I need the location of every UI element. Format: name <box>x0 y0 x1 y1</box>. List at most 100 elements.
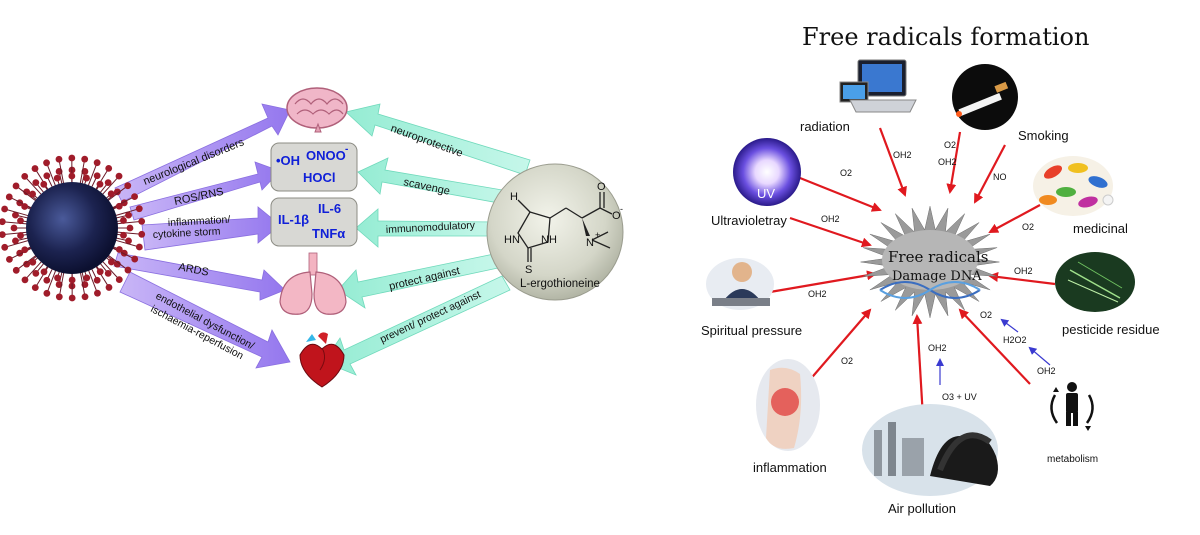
virus-spike-stem <box>79 271 86 297</box>
virus-spike <box>21 172 29 180</box>
virus-spike-stem <box>87 162 98 188</box>
source-medicinal: medicinal <box>1073 221 1128 236</box>
cytokine-tnf: TNFα <box>312 226 345 241</box>
virus-spike <box>115 202 123 210</box>
virus-spike <box>21 203 29 210</box>
left-panel: neurological disorders ROS/RNS inflammat… <box>0 87 624 388</box>
virus-spike <box>31 165 39 172</box>
arrow-blue-metab-2 <box>1000 318 1019 333</box>
virus-spike <box>81 155 89 163</box>
virus-spike <box>17 232 24 239</box>
virus-spike <box>124 266 132 274</box>
chem-oh2-radiation: OH2 <box>893 150 912 160</box>
virus-spike-stem <box>2 221 29 225</box>
virus-spike <box>135 243 143 251</box>
atom-plus: + <box>595 230 600 240</box>
virus-spikes <box>0 154 146 302</box>
ros-hocl: HOCl <box>303 170 336 185</box>
virus-spike <box>115 246 123 253</box>
virus-spike <box>53 174 61 182</box>
virus-spike-stem <box>15 185 38 202</box>
arrow-scavenge <box>357 157 515 206</box>
arrow-neuroprotective <box>345 103 531 176</box>
cytokine-il6: IL-6 <box>318 201 341 216</box>
chem-o2-metab: O2 <box>980 310 992 320</box>
source-inflammation: inflammation <box>753 460 827 475</box>
cytokine-il1: IL-1β <box>278 212 309 227</box>
arrow-air <box>912 314 925 419</box>
ergo-arrows <box>323 103 531 376</box>
chem-o3-uv: O3 + UV <box>942 392 977 402</box>
source-smoking: Smoking <box>1018 128 1069 143</box>
virus-spike <box>32 269 40 277</box>
right-panel: Free radicals formation F <box>701 23 1160 516</box>
virus-spike <box>21 276 29 284</box>
virus-body <box>26 182 118 274</box>
arrow-blue-metab-1 <box>1028 346 1051 366</box>
virus-spike-stem <box>94 265 110 288</box>
virus-spike <box>126 224 134 232</box>
arrow-neuro <box>114 103 291 203</box>
arrow-spiritual <box>769 270 877 294</box>
chem-oh2-spiritual: OH2 <box>808 289 827 299</box>
virus-spike <box>0 231 6 239</box>
virus-spike <box>31 284 39 292</box>
virus-spike-stem <box>4 239 30 248</box>
pesticide-icon <box>1055 252 1135 312</box>
virus-spike <box>43 172 51 180</box>
virus-spike <box>12 211 19 219</box>
chem-oh2-ultra: OH2 <box>821 214 840 224</box>
arrow-inflam <box>807 308 872 383</box>
ros-onoo-sup: - <box>345 144 348 155</box>
virus-spike <box>94 289 101 297</box>
chem-oh2-metab: OH2 <box>1037 366 1056 376</box>
virus-spike <box>55 155 63 163</box>
virus-spike <box>96 180 104 188</box>
virus-spike <box>68 172 76 180</box>
arrow-medicinal <box>988 204 1041 233</box>
virus-arrows <box>113 103 291 369</box>
virus-spike <box>55 293 63 301</box>
chem-oh2-smoking: OH2 <box>938 157 957 167</box>
virus-spike <box>113 188 121 196</box>
chemical-labels: OH2 O2 OH2 NO O2 OH2 O2 OH2 OH2 O2 OH2 O… <box>808 140 1056 402</box>
virus-spike-stem <box>58 271 65 297</box>
virus-spike <box>1 205 9 213</box>
virus-spike <box>105 164 113 172</box>
virus-spike <box>21 246 29 254</box>
virus-spike-stem <box>2 231 29 236</box>
pills-icon <box>1033 156 1114 216</box>
virus-spike-stem <box>46 268 57 294</box>
virus-spike-stem <box>87 268 98 294</box>
virus-spike <box>93 159 101 167</box>
virus-spike <box>29 258 37 266</box>
atom-hn: HN <box>504 234 520 246</box>
source-radiation: radiation <box>800 119 850 134</box>
chem-oh2-pesticide: OH2 <box>1014 266 1033 276</box>
virus-spike <box>124 182 132 190</box>
virus-spike <box>93 276 101 284</box>
arrow-pesticide <box>988 272 1056 286</box>
virus-spike-stem <box>106 254 129 271</box>
arrow-uv <box>799 176 882 212</box>
ros-box: •OH ONOO - HOCl <box>270 142 358 192</box>
virus-spike <box>115 172 123 180</box>
virus-spike <box>17 217 24 225</box>
virus-spike-stem <box>34 168 50 191</box>
virus-spike-stem <box>111 196 135 209</box>
virus-spike <box>96 268 104 276</box>
virus-spike <box>120 231 127 239</box>
virus-spike <box>125 237 132 245</box>
virus-spike <box>83 274 91 282</box>
right-title: Free radicals formation <box>802 23 1089 51</box>
virus-spike-stem <box>46 162 57 188</box>
virus-spike <box>68 276 76 284</box>
virus-spike <box>10 224 18 232</box>
virus-spike <box>1 243 9 251</box>
virus-spike <box>32 179 40 187</box>
virus-spike <box>43 289 51 297</box>
virus-spike <box>12 237 19 245</box>
virus-spike-stem <box>111 247 135 260</box>
virus-spike <box>54 274 61 282</box>
label-ards: ARDS <box>177 261 209 279</box>
